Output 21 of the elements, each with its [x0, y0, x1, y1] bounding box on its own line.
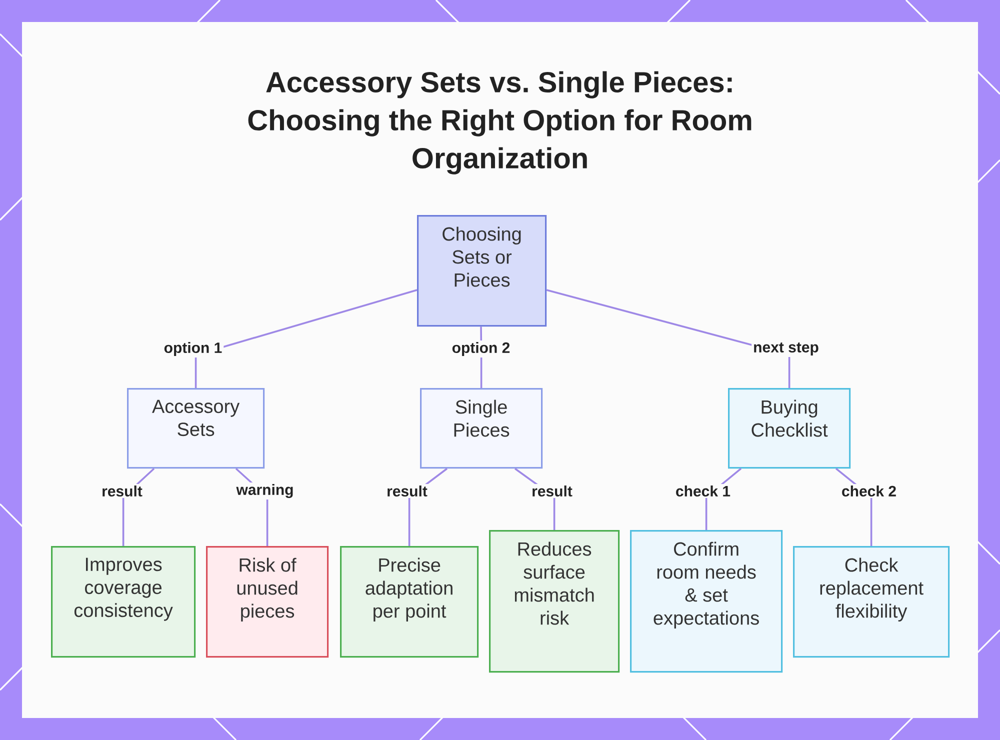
leaf-box: Check replacement flexibility — [793, 546, 950, 658]
leaf-box: Reduces surface mismatch risk — [489, 530, 620, 673]
edge-label: option 2 — [450, 340, 512, 358]
leaf-box: Precise adaptation per point — [340, 546, 479, 658]
connector-line — [194, 289, 418, 388]
leaf-box: Risk of unused pieces — [206, 546, 329, 658]
leaf-box: Improves coverage consistency — [51, 546, 196, 658]
branch-box: Buying Checklist — [728, 388, 851, 469]
edge-label: check 1 — [674, 484, 732, 498]
edge-label: result — [100, 484, 144, 498]
edge-label: option 1 — [162, 340, 224, 358]
edge-label: result — [385, 484, 429, 498]
branch-box: Single Pieces — [420, 388, 543, 469]
root-box: Choosing Sets or Pieces — [417, 215, 547, 327]
edge-label: result — [530, 484, 574, 498]
edge-label: check 2 — [840, 484, 898, 498]
leaf-box: Confirm room needs & set expectations — [630, 530, 783, 673]
edge-label: next step — [752, 341, 820, 357]
title: Accessory Sets vs. Single Pieces: Choosing the Right Option for Room Organization — [248, 71, 752, 174]
branch-box: Accessory Sets — [127, 388, 265, 469]
edge-label: warning — [234, 482, 296, 500]
